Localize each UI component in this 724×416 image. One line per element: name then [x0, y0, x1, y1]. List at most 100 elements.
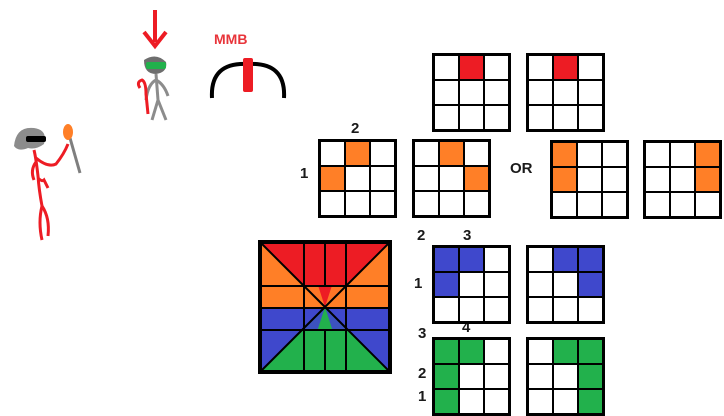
grid-blue-1	[432, 245, 511, 324]
grid-cell-green	[435, 340, 458, 363]
mouse-icon	[209, 58, 287, 99]
grid-cell	[529, 106, 552, 129]
grid-cell	[646, 193, 669, 216]
grid-cell	[579, 298, 602, 321]
grid-cell	[579, 81, 602, 104]
grid-orange-1	[318, 139, 397, 218]
grid-cell	[415, 167, 438, 190]
grid-cell-orange	[440, 142, 463, 165]
grid-green-1-svg	[432, 337, 511, 416]
grid-cell	[465, 192, 488, 215]
torch-flame-icon	[63, 124, 73, 140]
grid-cell-green	[579, 340, 602, 363]
grid-cell	[435, 298, 458, 321]
grid-cell	[485, 56, 508, 79]
grid-cell	[415, 192, 438, 215]
grid-cell	[554, 298, 577, 321]
grid-cell-orange	[321, 167, 344, 190]
label-1-green: 1	[418, 388, 427, 405]
grid-cell	[554, 390, 577, 413]
grid-cell-green	[579, 365, 602, 388]
grid-cell	[646, 143, 669, 166]
torch-handle	[68, 137, 82, 174]
zombie-figure	[136, 56, 170, 121]
grid-cell-red	[554, 56, 577, 79]
down-arrow-icon	[142, 10, 168, 50]
grid-cell	[529, 365, 552, 388]
grid-cell	[415, 142, 438, 165]
grid-cell	[460, 365, 483, 388]
grid-cell	[671, 168, 694, 191]
grid-cell	[696, 193, 719, 216]
grid-cell	[346, 167, 369, 190]
grid-cell	[554, 81, 577, 104]
label-2-top: 2	[351, 120, 360, 137]
grid-cell-blue	[579, 248, 602, 271]
grid-cell	[485, 273, 508, 296]
grid-cell	[465, 142, 488, 165]
grid-cell	[554, 106, 577, 129]
zombie-cane	[136, 78, 150, 115]
grid-cell	[440, 167, 463, 190]
label-3-green: 3	[418, 325, 427, 342]
grid-cell-blue	[579, 273, 602, 296]
player-figure	[14, 124, 82, 241]
grid-cell	[485, 340, 508, 363]
grid-blue-2-svg	[526, 245, 605, 324]
grid-cell-green	[554, 340, 577, 363]
grid-orange-4	[643, 140, 722, 219]
grid-cell	[553, 193, 576, 216]
grid-cell-green	[435, 390, 458, 413]
grid-cell	[529, 248, 552, 271]
grid-cell	[440, 192, 463, 215]
grid-cell	[435, 106, 458, 129]
grid-cell	[579, 106, 602, 129]
grid-cell	[346, 192, 369, 215]
grid-top-right	[526, 53, 605, 132]
grid-cell	[371, 192, 394, 215]
grid-cell	[529, 56, 552, 79]
grid-cell	[460, 390, 483, 413]
grid-cell-orange	[553, 143, 576, 166]
grid-cell	[554, 273, 577, 296]
grid-cell-orange	[465, 167, 488, 190]
grid-orange-3-svg	[550, 140, 629, 219]
grid-cell	[485, 298, 508, 321]
grid-cell	[485, 81, 508, 104]
grid-cell-blue	[435, 248, 458, 271]
grid-cell-blue	[554, 248, 577, 271]
grid-cell-orange	[553, 168, 576, 191]
grid-cell-green	[460, 340, 483, 363]
grid-cell-orange	[346, 142, 369, 165]
grid-cell	[371, 142, 394, 165]
zombie-eyes	[146, 62, 166, 69]
grid-green-1	[432, 337, 511, 416]
grid-cell	[529, 81, 552, 104]
grid-cell	[529, 273, 552, 296]
grid-orange-3	[550, 140, 629, 219]
grid-cell	[671, 143, 694, 166]
grid-cell-orange	[696, 168, 719, 191]
grid-cell	[603, 168, 626, 191]
label-1-left: 1	[300, 165, 309, 182]
label-1-blue: 1	[414, 275, 423, 292]
grid-cell	[460, 106, 483, 129]
grid-cell	[435, 81, 458, 104]
grid-green-2-svg	[526, 337, 605, 416]
grid-cell	[646, 168, 669, 191]
grid-blue-2	[526, 245, 605, 324]
grid-orange-2-svg	[412, 139, 491, 218]
grid-cell	[529, 390, 552, 413]
grid-orange-2	[412, 139, 491, 218]
grid-cell	[579, 56, 602, 79]
grid-cell-green	[579, 390, 602, 413]
grid-cell	[603, 193, 626, 216]
grid-cell-blue	[460, 248, 483, 271]
grid-cell-red	[460, 56, 483, 79]
or-label: OR	[510, 160, 533, 177]
grid-cell-blue	[435, 273, 458, 296]
grid-orange-1-svg	[318, 139, 397, 218]
grid-cell-orange	[696, 143, 719, 166]
grid-cell	[485, 106, 508, 129]
grid-cell	[578, 193, 601, 216]
